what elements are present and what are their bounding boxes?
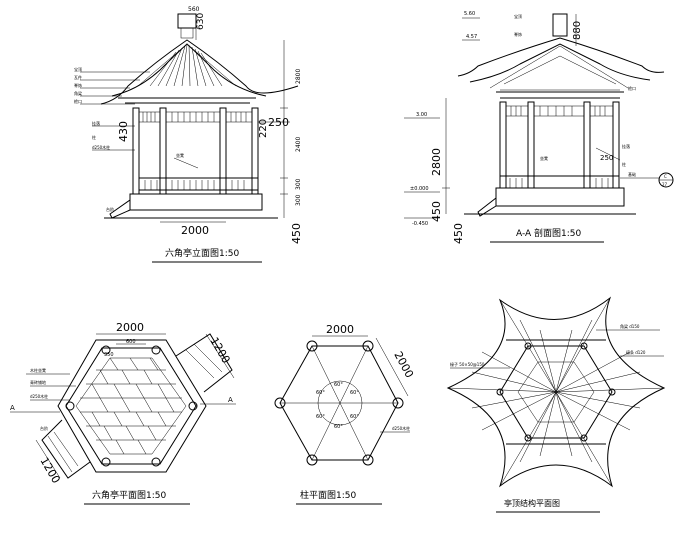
svg-text:柱: 柱 — [622, 161, 626, 167]
svg-text:d250木柱: d250木柱 — [30, 393, 48, 399]
svg-text:椽子 50×50@150: 椽子 50×50@150 — [450, 361, 485, 367]
roof-outline — [100, 39, 299, 105]
level-ground: ±0.000 — [410, 186, 429, 192]
lattice-band — [505, 105, 614, 117]
dim-880: 880 — [572, 21, 583, 40]
svg-text:坐凳: 坐凳 — [540, 155, 548, 161]
bench — [138, 177, 259, 191]
svg-text:坐凳: 坐凳 — [176, 152, 184, 158]
roof-plan-title: 亭顶结构平面图 — [504, 498, 560, 508]
dim-600: 600 — [126, 339, 136, 345]
section-title: A-A 剖面图1:50 — [516, 227, 582, 239]
svg-text:挂落: 挂落 — [622, 143, 630, 149]
dim-2800: 2800 — [295, 69, 302, 84]
svg-text:柱: 柱 — [92, 134, 96, 140]
dim-630: 630 — [196, 13, 206, 30]
dim-2400: 2400 — [295, 137, 302, 152]
svg-text:60°: 60° — [316, 390, 325, 396]
level-top: 5.60 — [464, 11, 475, 17]
dim-2000: 2000 — [116, 321, 144, 334]
steps — [109, 199, 131, 219]
column-left — [132, 107, 140, 195]
svg-text:青砖铺地: 青砖铺地 — [30, 379, 46, 385]
svg-text:60°: 60° — [316, 414, 325, 420]
dim-430: 430 — [117, 121, 130, 142]
svg-text:木柱坐凳: 木柱坐凳 — [30, 367, 46, 373]
rafters — [447, 297, 665, 487]
elevation-view: 560 630 2800 2400 300 300 450 2000 250 2… — [74, 6, 303, 263]
svg-text:角梁 d150: 角梁 d150 — [620, 323, 640, 329]
platform — [495, 187, 625, 207]
angle-circle — [317, 380, 363, 426]
steps-bottom — [41, 419, 91, 479]
level-base: -0.450 — [412, 221, 428, 227]
svg-text:60°: 60° — [350, 414, 359, 420]
floor-plan-title: 六角亭平面图1:50 — [92, 489, 166, 501]
lattice-band — [138, 111, 253, 123]
column-plan-view: 2000 2000 60° 60° 60° 60° 60° 60° d250木柱… — [274, 323, 416, 505]
svg-text:d250木柱: d250木柱 — [92, 144, 110, 150]
floor-plan-view: 2000 600 350 1200 1200 A A 木柱坐凳 青砖铺地 d25… — [10, 321, 236, 505]
svg-text:台阶: 台阶 — [106, 206, 114, 212]
steps-top — [175, 333, 233, 393]
svg-text:角梁: 角梁 — [74, 90, 82, 96]
finial — [177, 13, 197, 29]
dim-350: 350 — [104, 352, 114, 358]
svg-text:檐口: 檐口 — [628, 85, 636, 91]
dim-450: 450 — [290, 223, 303, 244]
dim-300b: 300 — [295, 194, 302, 206]
svg-text:宝顶: 宝顶 — [514, 13, 522, 19]
column-dot — [101, 345, 111, 355]
dim-2000: 2000 — [181, 224, 209, 237]
platform — [129, 193, 263, 211]
dim-250: 250 — [268, 116, 289, 129]
dim-220: 220 — [258, 119, 269, 138]
roof-outline — [457, 37, 665, 77]
dim-300: 300 — [295, 178, 302, 190]
roof-plan-view: 角梁 d150 檩条 d120 椽子 50×50@150 亭顶结构平面图 — [446, 296, 666, 513]
steps — [477, 196, 497, 217]
dim-560: 560 — [188, 6, 200, 13]
column-left — [499, 101, 507, 189]
column-right — [612, 101, 620, 189]
level-mid: 4.57 — [466, 34, 477, 40]
svg-text:瓦件: 瓦件 — [74, 74, 82, 80]
section-mark-right: A — [228, 396, 233, 404]
svg-text:60°: 60° — [350, 390, 359, 396]
svg-text:檩条 d120: 檩条 d120 — [626, 349, 646, 355]
svg-text:基础: 基础 — [628, 171, 636, 177]
svg-text:宝顶: 宝顶 — [74, 66, 82, 72]
bench — [499, 175, 620, 189]
paving-pattern — [80, 357, 182, 455]
svg-text:台阶: 台阶 — [40, 425, 48, 431]
level-eave: 3.00 — [416, 112, 427, 118]
svg-text:脊饰: 脊饰 — [74, 82, 82, 88]
column-plan-title: 柱平面图1:50 — [300, 489, 356, 501]
dim-250: 250 — [600, 154, 613, 162]
dim-2000: 2000 — [326, 323, 354, 336]
svg-text:挂落: 挂落 — [92, 120, 100, 126]
angle-label: 60° — [334, 382, 343, 388]
svg-text:脊饰: 脊饰 — [514, 31, 522, 37]
dim-2800: 2800 — [430, 148, 443, 176]
svg-text:檐口: 檐口 — [74, 98, 82, 104]
svg-text:d250木柱: d250木柱 — [392, 425, 410, 431]
svg-text:27: 27 — [662, 182, 668, 187]
roof-beam-ring — [499, 345, 613, 439]
finial — [552, 13, 568, 37]
dim-2000-diag: 2000 — [391, 349, 416, 380]
svg-text:60°: 60° — [334, 424, 343, 430]
elevation-title: 六角亭立面图1:50 — [165, 247, 239, 259]
dim-450b: 450 — [452, 223, 465, 244]
hex-outline — [57, 339, 207, 473]
section-view: C 27 5.60 4.57 3.00 ±0.000 -0.450 2800 4… — [404, 11, 674, 244]
svg-text:C: C — [664, 174, 667, 179]
roof-tiles — [149, 44, 223, 87]
section-mark-left: A — [10, 404, 15, 412]
column-dot — [306, 340, 318, 352]
dim-1200-bottom: 1200 — [37, 455, 62, 486]
dim-450: 450 — [430, 201, 443, 222]
